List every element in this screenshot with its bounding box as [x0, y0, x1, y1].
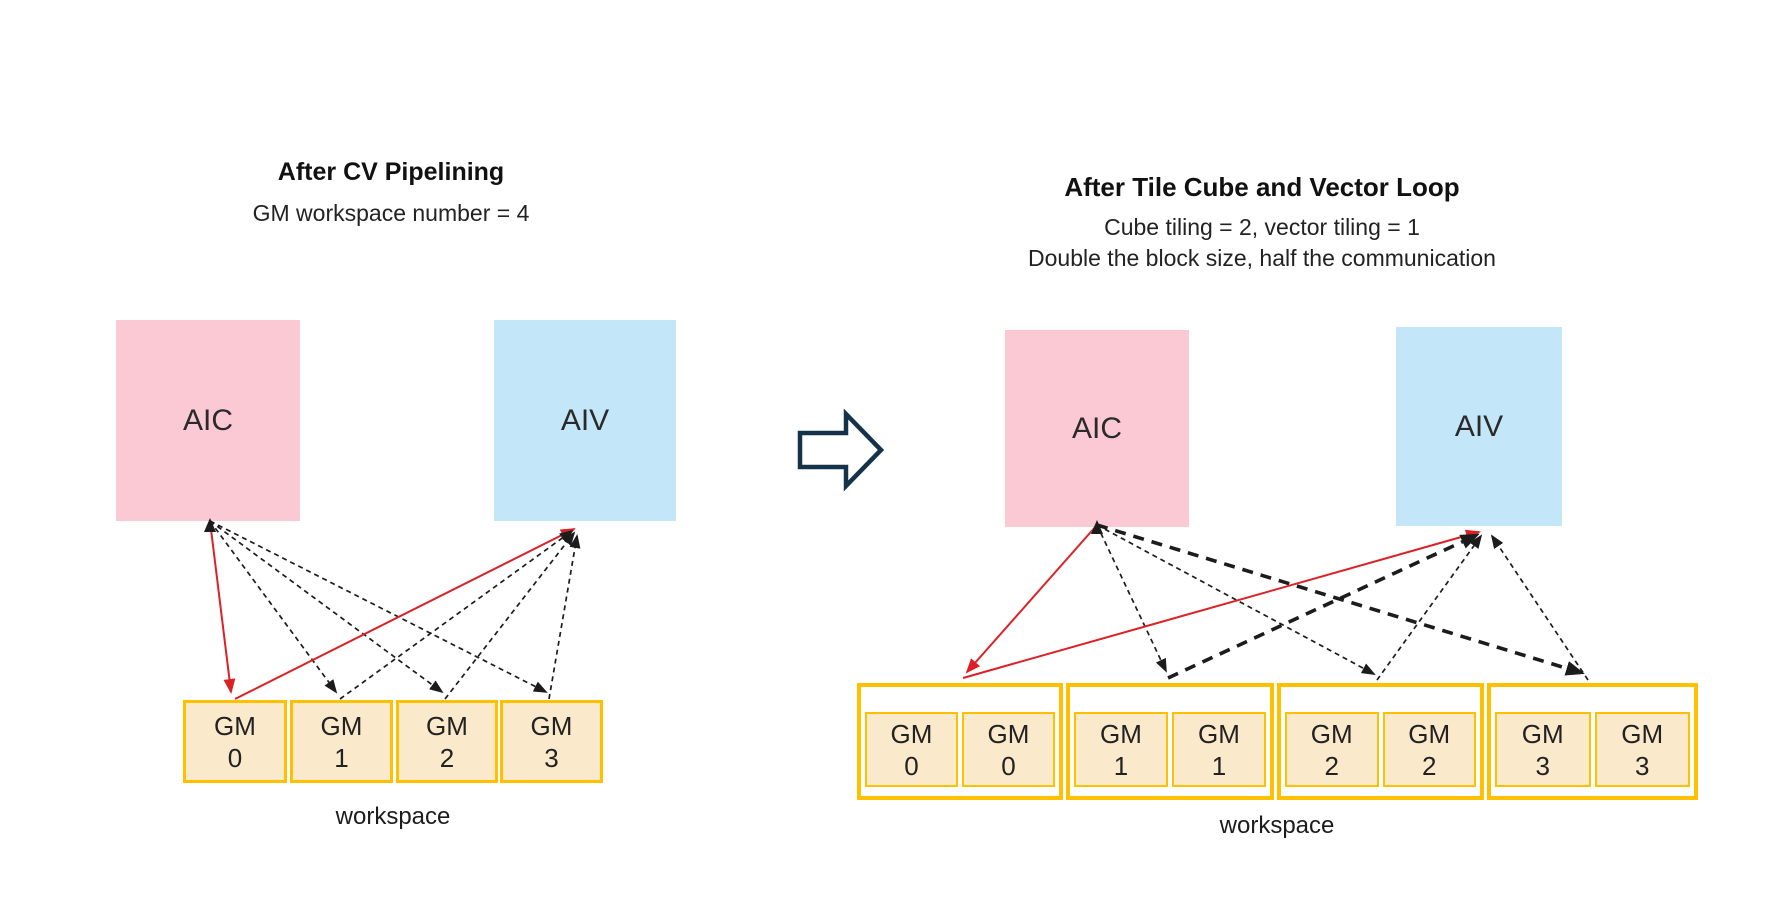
- transform-right-arrow-icon: [797, 408, 885, 492]
- right-gm1b-line1: GM: [1198, 718, 1240, 749]
- left-gm1-line1: GM: [320, 710, 363, 741]
- right-gm1a-line2: 1: [1113, 750, 1129, 781]
- left-gm3-line1: GM: [530, 710, 573, 741]
- right-gm2a-box: GM 2: [1285, 712, 1379, 787]
- right-gm1b-line2: 1: [1211, 750, 1227, 781]
- right-gm-pair1-inner: GM 1 GM 1: [1074, 712, 1266, 787]
- left-arrow-aic-to-gm0: [209, 520, 236, 694]
- left-workspace-label: workspace: [335, 803, 451, 830]
- left-gm0-line1: GM: [214, 710, 256, 741]
- right-gm0b-box: GM 0: [962, 712, 1055, 787]
- right-arrow-aic-to-gmpair3: [1096, 523, 1585, 676]
- left-gm2-box: GM 2: [396, 700, 498, 783]
- right-arrow-gmpair2-to-aiv: [1376, 534, 1483, 681]
- right-aic-label: AIC: [1071, 411, 1122, 445]
- right-arrow-gmpair3-to-aiv: [1490, 534, 1589, 681]
- right-gm2b-line1: GM: [1408, 718, 1451, 749]
- right-gm3a-box: GM 3: [1495, 712, 1591, 787]
- left-aic-label: AIC: [182, 403, 233, 437]
- left-gm1-box: GM 1: [290, 700, 393, 783]
- right-panel-subtitle-2: Double the block size, half the communic…: [1028, 245, 1496, 271]
- right-arrow-aic-to-gmpair0: [965, 524, 1098, 674]
- right-gm0a-line2: 0: [904, 750, 919, 781]
- right-gm-pair3: GM 3 GM 3: [1487, 683, 1698, 800]
- right-gm2b-box: GM 2: [1382, 712, 1476, 787]
- right-gm-pair2-inner: GM 2 GM 2: [1285, 712, 1476, 787]
- left-arrow-aic-to-gm2: [209, 520, 444, 694]
- right-gm1a-box: GM 1: [1074, 712, 1168, 787]
- left-arrow-aic-to-gm3: [209, 520, 548, 693]
- left-arrow-gm3-to-aiv: [548, 534, 581, 700]
- right-gm1b-box: GM 1: [1172, 712, 1266, 787]
- right-gm-pair0: GM 0 GM 0: [857, 683, 1063, 800]
- left-aic-box: AIC: [116, 320, 300, 521]
- right-panel-subtitle-1: Cube tiling = 2, vector tiling = 1: [1104, 214, 1420, 240]
- right-arrow-gmpair1-to-aiv: [1167, 533, 1480, 680]
- right-gm0b-line1: GM: [987, 718, 1030, 749]
- right-workspace-label: workspace: [1219, 812, 1335, 839]
- left-arrow-gm2-to-aiv: [444, 531, 576, 700]
- right-gm1a-line1: GM: [1100, 718, 1142, 749]
- right-arrow-gmpair0-to-aiv: [962, 529, 1481, 679]
- right-gm3a-line1: GM: [1521, 718, 1564, 749]
- right-gm-pair0-inner: GM 0 GM 0: [865, 712, 1055, 787]
- right-gm3a-line2: 3: [1535, 750, 1550, 781]
- left-gm2-line1: GM: [426, 710, 468, 741]
- right-arrow-aic-to-gmpair1: [1096, 524, 1167, 673]
- left-aiv-label: AIV: [560, 403, 610, 437]
- right-gm2a-line2: 2: [1324, 750, 1339, 781]
- right-aic-box: AIC: [1005, 330, 1189, 527]
- left-gm2-line2: 2: [439, 742, 455, 773]
- right-gm-pair3-inner: GM 3 GM 3: [1495, 712, 1690, 787]
- left-arrow-gm1-to-aiv: [339, 529, 574, 700]
- right-gm-pair2: GM 2 GM 2: [1277, 683, 1484, 800]
- right-gm2b-line2: 2: [1422, 750, 1437, 781]
- right-aiv-label: AIV: [1454, 409, 1504, 443]
- left-arrow-gm0-to-aiv: [234, 528, 576, 700]
- left-panel-title: After CV Pipelining: [277, 158, 505, 186]
- right-aiv-box: AIV: [1396, 327, 1562, 526]
- left-gm3-line2: 3: [544, 742, 559, 773]
- right-gm-pair1: GM 1 GM 1: [1066, 683, 1274, 800]
- right-gm3b-box: GM 3: [1594, 712, 1690, 787]
- left-panel-subtitle: GM workspace number = 4: [252, 200, 530, 226]
- right-gm0a-box: GM 0: [865, 712, 958, 787]
- right-gm2a-line1: GM: [1310, 718, 1353, 749]
- left-gm0-line2: 0: [227, 742, 243, 773]
- left-arrow-aic-to-gm1: [209, 520, 338, 694]
- left-gm3-box: GM 3: [500, 700, 603, 783]
- left-gm0-box: GM 0: [183, 700, 287, 783]
- left-aiv-box: AIV: [494, 320, 676, 521]
- right-gm0b-line2: 0: [1001, 750, 1016, 781]
- right-gm3b-line1: GM: [1621, 718, 1664, 749]
- right-arrow-aic-to-gmpair2: [1096, 524, 1376, 675]
- left-gm1-line2: 1: [334, 742, 349, 773]
- right-panel-title: After Tile Cube and Vector Loop: [1064, 172, 1460, 202]
- right-gm0a-line1: GM: [890, 718, 933, 749]
- right-gm3b-line2: 3: [1635, 750, 1650, 781]
